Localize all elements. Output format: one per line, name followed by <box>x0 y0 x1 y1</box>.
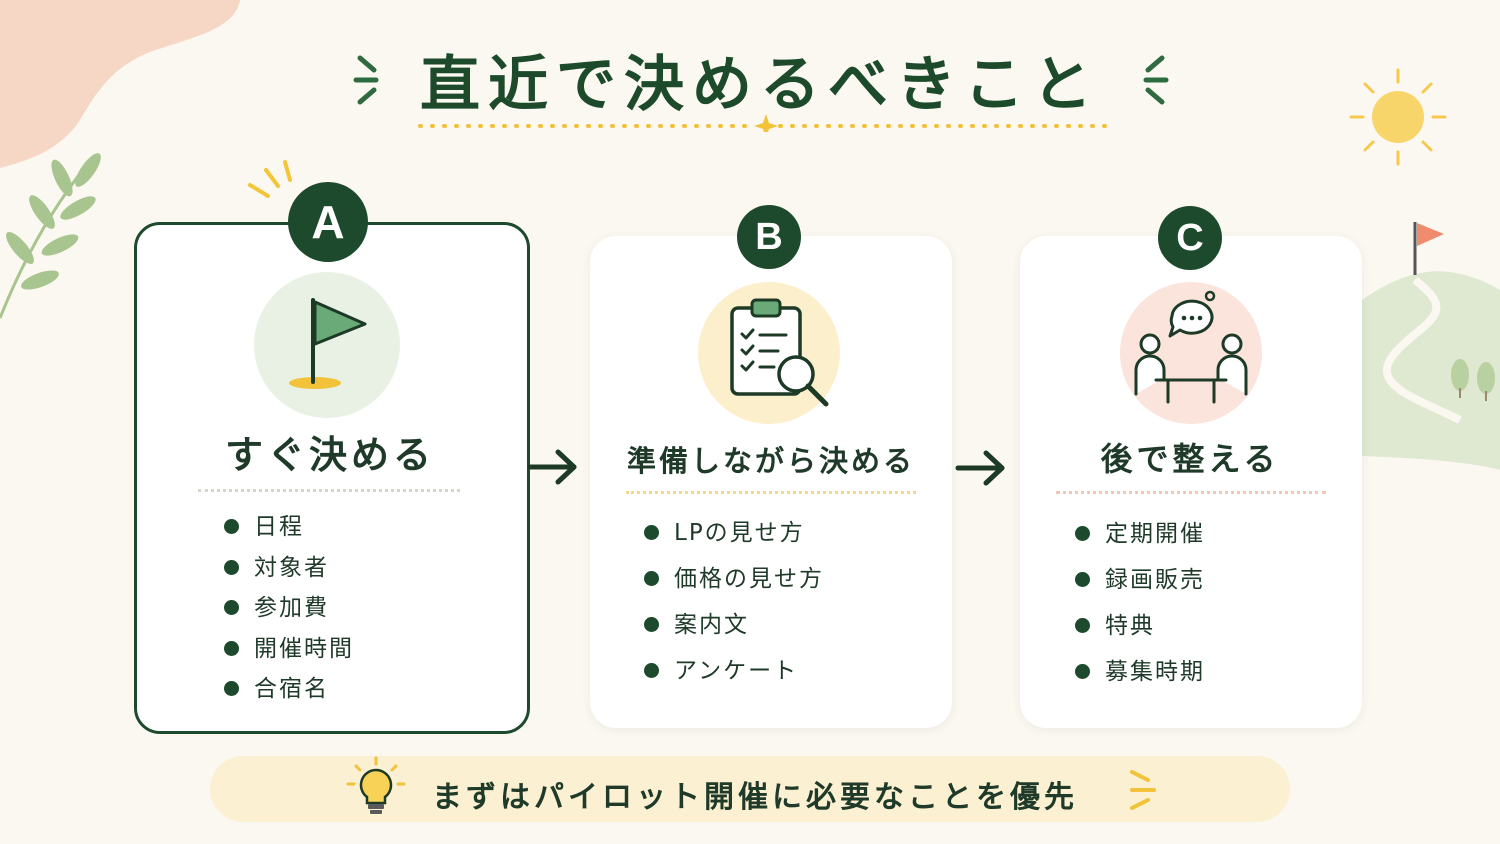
priority-note-banner: まずはパイロット開催に必要なことを優先 <box>210 756 1290 822</box>
sun-icon <box>1349 68 1447 166</box>
hill-with-flag-icon <box>1362 222 1500 470</box>
sparkle-lines-icon <box>248 160 292 198</box>
step-b-item-list: LPの見せ方 価格の見せ方 案内文 アンケート <box>644 510 824 694</box>
list-item: 日程 <box>224 507 354 548</box>
step-a-heading: すぐ決める <box>224 433 435 477</box>
arrow-right-icon <box>527 449 577 485</box>
list-item: 合宿名 <box>224 669 354 710</box>
title-area: 直近で決めるべきこと <box>350 30 1170 140</box>
list-item: 録画販売 <box>1075 557 1205 603</box>
list-item: 案内文 <box>644 602 824 648</box>
step-c-divider <box>1056 491 1326 494</box>
flag-icon <box>289 298 367 389</box>
arrow-right-icon <box>955 450 1005 486</box>
list-item: 参加費 <box>224 588 354 629</box>
list-item: 開催時間 <box>224 629 354 670</box>
list-item: 対象者 <box>224 548 354 589</box>
step-c-heading: 後で整える <box>1100 440 1280 478</box>
clipboard-checklist-icon <box>730 298 829 407</box>
priority-note-text: まずはパイロット開催に必要なことを優先 <box>432 780 1078 815</box>
page-title: 直近で決めるべきこと <box>420 50 1100 120</box>
step-b-heading: 準備しながら決める <box>626 444 915 478</box>
step-a-divider <box>198 489 460 492</box>
list-item: 特典 <box>1075 603 1205 649</box>
step-a-icon-circle <box>254 272 400 418</box>
title-underline-dots <box>418 114 1114 132</box>
lightbulb-icon <box>346 756 406 814</box>
step-badge-a: A <box>288 182 368 262</box>
list-item: アンケート <box>644 648 824 694</box>
step-c-item-list: 定期開催 録画販売 特典 募集時期 <box>1075 511 1205 695</box>
title-sparkle-right-icon <box>1143 55 1169 105</box>
step-b-divider <box>626 491 916 494</box>
step-badge-b: B <box>737 205 801 269</box>
list-item: 募集時期 <box>1075 649 1205 695</box>
title-sparkle-left-icon <box>353 55 379 105</box>
step-badge-c: C <box>1158 206 1222 270</box>
list-item: LPの見せ方 <box>644 510 824 556</box>
list-item: 定期開催 <box>1075 511 1205 557</box>
star-icon <box>754 114 778 132</box>
banner-sparkle-icon <box>1130 770 1156 810</box>
meeting-people-icon <box>1134 290 1248 404</box>
leaf-branch-icon <box>0 153 101 319</box>
list-item: 価格の見せ方 <box>644 556 824 602</box>
step-a-item-list: 日程 対象者 参加費 開催時間 合宿名 <box>224 507 354 710</box>
